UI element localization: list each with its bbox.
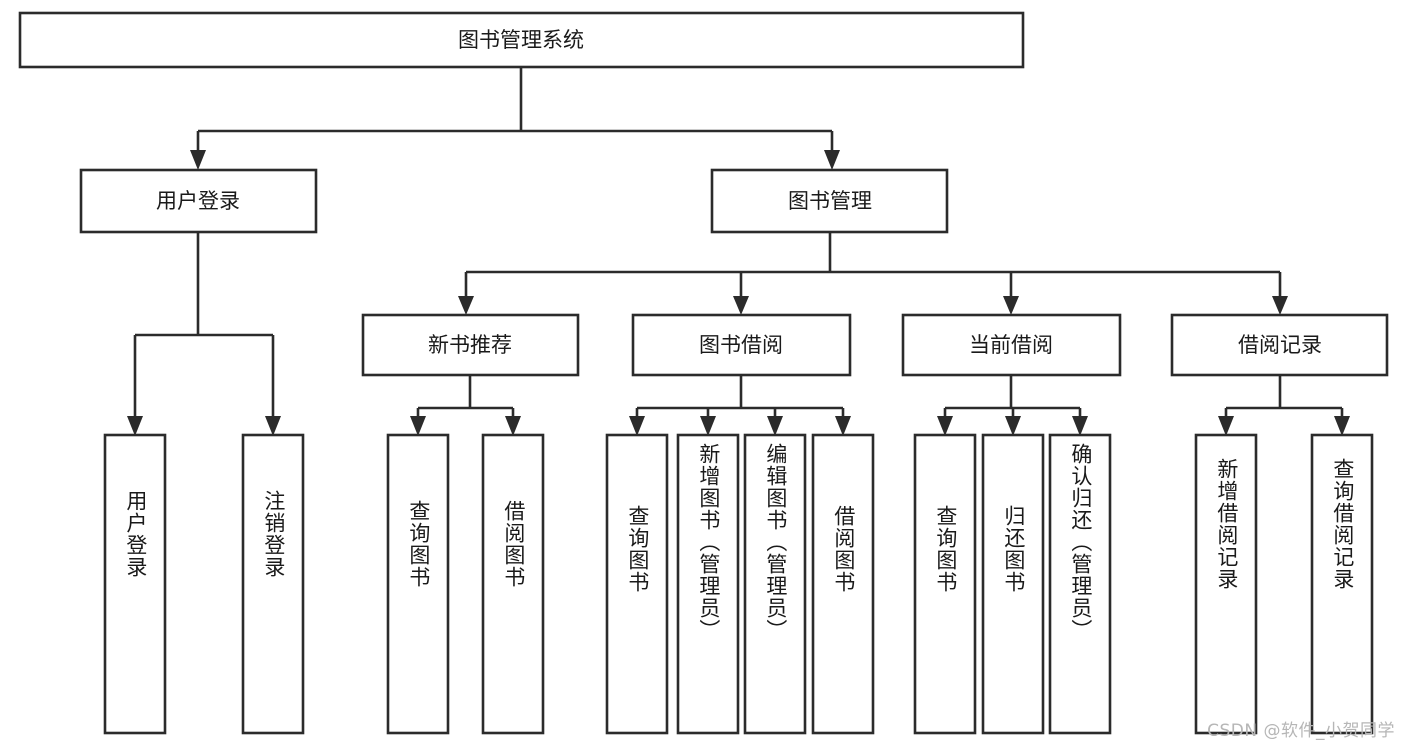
node-current-borrow-box[interactable] — [901, 313, 1122, 377]
csdn-watermark: CSDN @软件_小贺同学 — [1207, 721, 1395, 741]
node-leaf-query-book-2-box[interactable] — [605, 433, 669, 735]
node-user-login[interactable]: 用户登录 — [79, 168, 318, 234]
node-user-login-box[interactable] — [79, 168, 318, 234]
arrow-head-leaf-user-logout — [265, 416, 281, 436]
arrow-head-borrow-record — [1272, 296, 1288, 315]
node-current-borrow[interactable]: 当前借阅 — [901, 313, 1122, 377]
connector-group-book-borrow — [629, 375, 851, 436]
arrow-head-leaf-edit-book — [767, 416, 783, 436]
arrow-head-leaf-query-book-2 — [629, 416, 645, 436]
node-new-book-recommend-label: 新书推荐 — [428, 333, 512, 357]
leaf-boxes — [103, 433, 1374, 735]
node-leaf-query-record-box[interactable] — [1310, 433, 1374, 735]
arrow-head-leaf-add-record — [1218, 416, 1234, 436]
node-borrow-record-box[interactable] — [1170, 313, 1389, 377]
connector-group-borrow-record — [1218, 375, 1350, 436]
node-leaf-confirm-return-box[interactable] — [1048, 433, 1112, 735]
arrow-head-leaf-user-login — [127, 416, 143, 436]
arrow-head-leaf-confirm-return — [1072, 416, 1088, 436]
node-leaf-borrow-book-1-box[interactable] — [481, 433, 545, 735]
node-leaf-user-logout-box[interactable] — [241, 433, 305, 735]
arrow-head-leaf-query-book-3 — [937, 416, 953, 436]
node-current-borrow-label: 当前借阅 — [969, 333, 1053, 357]
node-borrow-record[interactable]: 借阅记录 — [1170, 313, 1389, 377]
node-book-manage-box[interactable] — [710, 168, 949, 234]
node-root[interactable]: 图书管理系统 — [18, 11, 1025, 69]
node-book-borrow-box[interactable] — [631, 313, 852, 377]
connector-group-new-book-recommend — [410, 375, 521, 436]
arrow-head-current-borrow — [1003, 296, 1019, 315]
node-leaf-add-book-box[interactable] — [676, 433, 740, 735]
connector-group-user-login — [127, 232, 281, 436]
node-leaf-add-record-box[interactable] — [1194, 433, 1258, 735]
connector-group-book-manage — [458, 232, 1288, 315]
node-book-manage-label: 图书管理 — [788, 189, 872, 213]
node-book-borrow-label: 图书借阅 — [699, 333, 783, 357]
arrow-head-book-manage — [824, 150, 840, 170]
node-leaf-query-book-1-box[interactable] — [386, 433, 450, 735]
node-root-box[interactable] — [18, 11, 1025, 69]
arrow-head-book-borrow — [733, 296, 749, 315]
arrow-head-leaf-add-book — [700, 416, 716, 436]
node-leaf-borrow-book-2-box[interactable] — [811, 433, 875, 735]
arrow-head-new-book-recommend — [458, 296, 474, 315]
node-new-book-recommend-box[interactable] — [361, 313, 580, 377]
connector-group-root — [190, 67, 840, 170]
node-leaf-user-login-box[interactable] — [103, 433, 167, 735]
arrow-head-leaf-return-book — [1005, 416, 1021, 436]
arrow-head-leaf-borrow-book-1 — [505, 416, 521, 436]
node-user-login-label: 用户登录 — [156, 189, 240, 213]
node-new-book-recommend[interactable]: 新书推荐 — [361, 313, 580, 377]
arrow-head-leaf-borrow-book-2 — [835, 416, 851, 436]
node-book-borrow[interactable]: 图书借阅 — [631, 313, 852, 377]
node-leaf-return-book-box[interactable] — [981, 433, 1045, 735]
arrow-head-user-login — [190, 150, 206, 170]
arrow-head-leaf-query-book-1 — [410, 416, 426, 436]
connector-group-current-borrow — [937, 375, 1088, 436]
arrow-head-leaf-query-record — [1334, 416, 1350, 436]
node-leaf-edit-book-box[interactable] — [743, 433, 807, 735]
node-book-manage[interactable]: 图书管理 — [710, 168, 949, 234]
node-leaf-query-book-3-box[interactable] — [913, 433, 977, 735]
node-root-label: 图书管理系统 — [458, 28, 584, 52]
node-borrow-record-label: 借阅记录 — [1238, 333, 1322, 357]
